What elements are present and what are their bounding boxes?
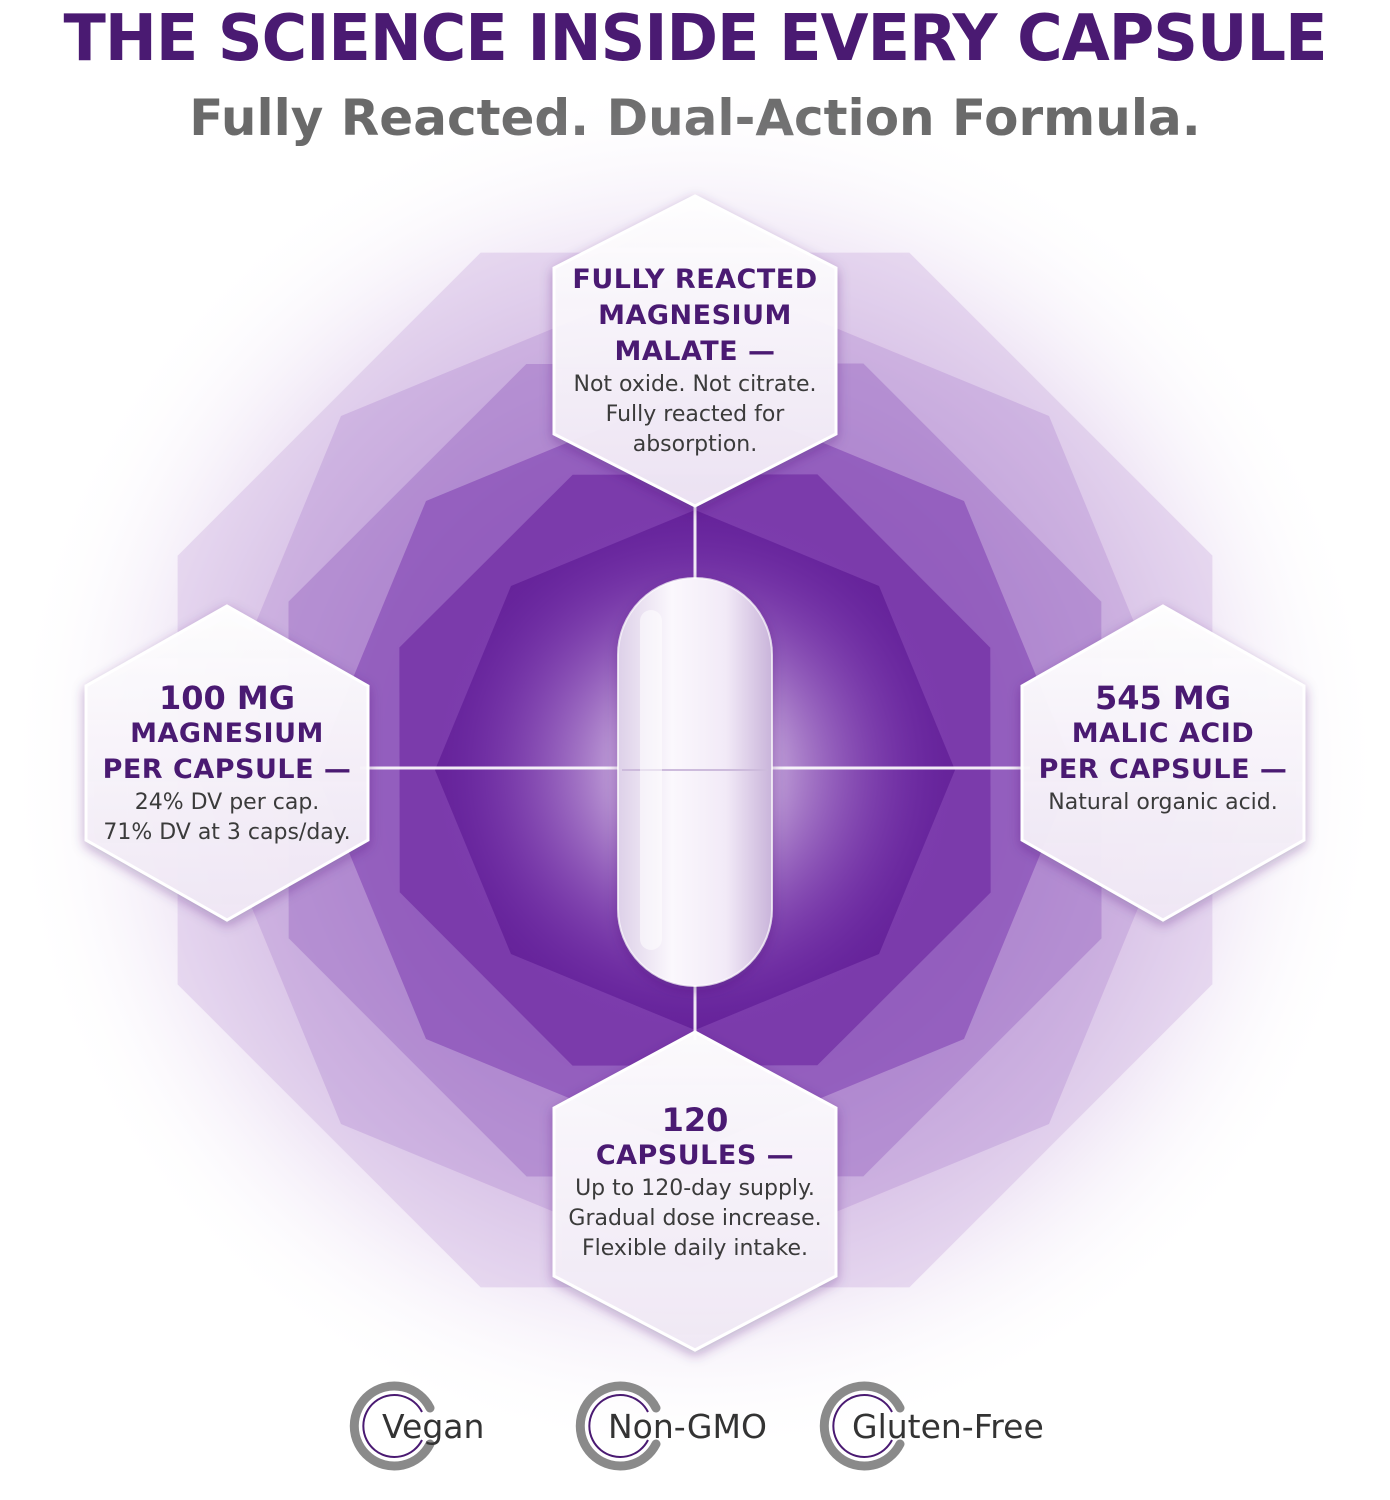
c-ring-icon	[575, 1381, 661, 1471]
feature-body-line: 71% DV at 3 caps/day.	[103, 820, 351, 845]
feature-body-line: 24% DV per cap.	[134, 790, 320, 815]
c-ring-icon	[819, 1381, 905, 1471]
feature-heading-line: MALIC ACID	[1071, 718, 1255, 749]
badge-label: Non-GMO	[608, 1406, 767, 1446]
feature-heading-line: MAGNESIUM	[598, 300, 792, 331]
feature-heading-line: CAPSULES —	[595, 1140, 795, 1171]
feature-capsule-count: 120 CAPSULES — Up to 120-day supply. Gra…	[556, 1102, 834, 1264]
feature-amount: 545 MG	[1094, 679, 1232, 717]
badge-label: Vegan	[382, 1406, 485, 1446]
badge-non-gmo: Non-GMO	[574, 1378, 767, 1474]
feature-body-line: Gradual dose increase.	[568, 1206, 822, 1231]
hexagon-left	[84, 604, 370, 922]
feature-amount: 120	[661, 1101, 729, 1139]
feature-body-line: Not oxide. Not citrate.	[573, 372, 817, 397]
capsule-image	[617, 577, 773, 987]
feature-body-line: Up to 120-day supply.	[575, 1176, 815, 1201]
feature-body-line: Flexible daily intake.	[582, 1236, 808, 1261]
feature-heading-line: MAGNESIUM	[130, 718, 324, 749]
badge-gluten-free: Gluten-Free	[818, 1378, 1044, 1474]
feature-amount: 100 MG	[158, 679, 296, 717]
feature-magnesium-per-capsule: 100 MG MAGNESIUM PER CAPSULE — 24% DV pe…	[88, 680, 366, 848]
feature-body-line: Fully reacted for	[605, 402, 785, 427]
page-title: THE SCIENCE INSIDE EVERY CAPSULE	[63, 2, 1327, 76]
feature-malic-acid-per-capsule: 545 MG MALIC ACID PER CAPSULE — Natural …	[1024, 680, 1302, 818]
feature-body-line: Natural organic acid.	[1048, 790, 1278, 815]
badge-label: Gluten-Free	[852, 1406, 1044, 1446]
feature-heading-line: MALATE —	[614, 336, 776, 367]
c-ring-icon	[349, 1381, 435, 1471]
feature-magnesium-malate: FULLY REACTED MAGNESIUM MALATE — Not oxi…	[556, 262, 834, 460]
feature-body-line: absorption.	[632, 432, 758, 457]
hexagon-right	[1020, 604, 1306, 922]
hexagon-top	[552, 194, 838, 508]
hexagon-bottom	[552, 1030, 838, 1352]
feature-heading-line: FULLY REACTED	[572, 264, 818, 295]
feature-heading-line: PER CAPSULE —	[102, 754, 352, 785]
feature-heading-line: PER CAPSULE —	[1038, 754, 1288, 785]
badge-vegan: Vegan	[348, 1378, 484, 1474]
